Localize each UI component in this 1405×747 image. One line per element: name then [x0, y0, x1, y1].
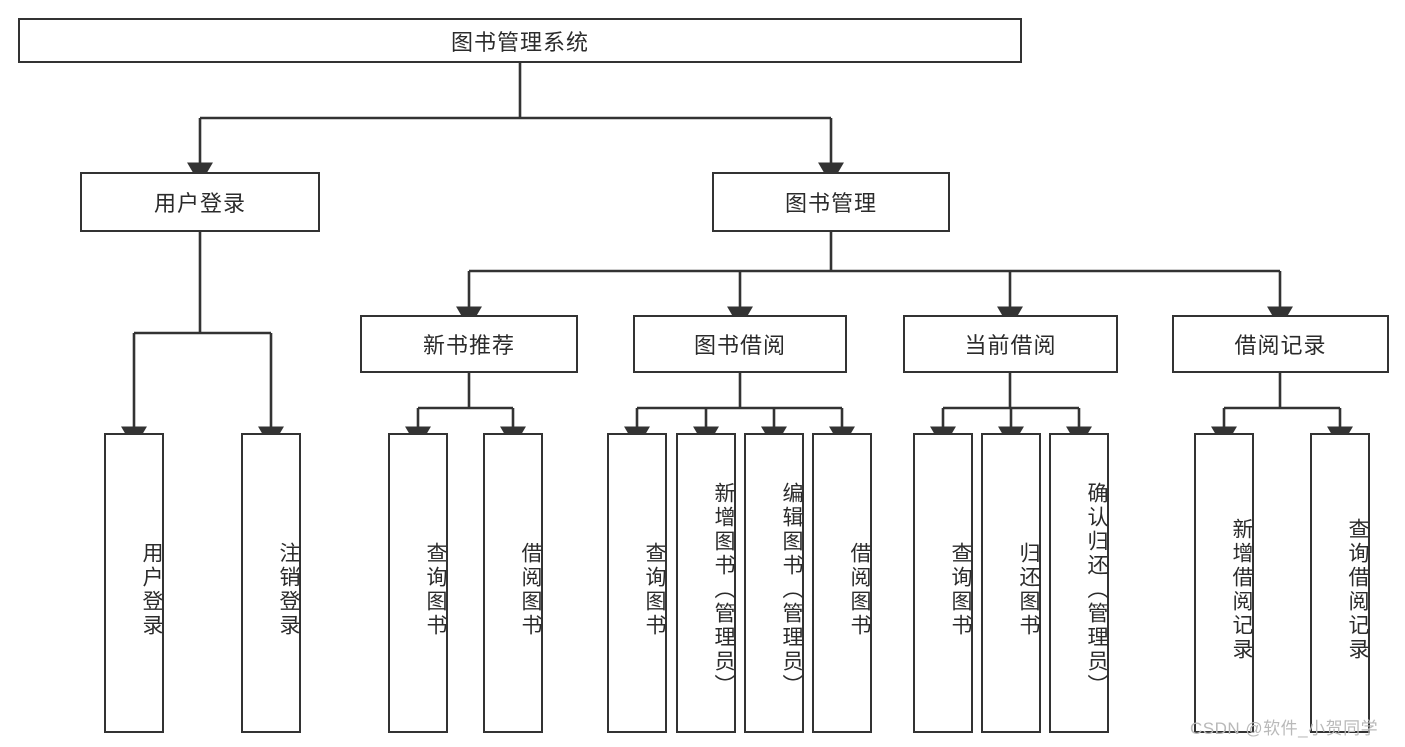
node-leaf-query-book-borrow[interactable]: 查询图书	[607, 433, 667, 733]
node-level2-book-borrow[interactable]: 图书借阅	[633, 315, 847, 373]
node-leaf-add-book-admin[interactable]: 新增图书（管理员）	[676, 433, 736, 733]
node-leaf-logout[interactable]: 注销登录	[241, 433, 301, 733]
watermark: CSDN @软件_小贺同学	[1190, 719, 1379, 738]
node-leaf-user-login[interactable]: 用户登录	[104, 433, 164, 733]
node-level2-borrow-record[interactable]: 借阅记录	[1172, 315, 1389, 373]
node-leaf-query-book-current[interactable]: 查询图书	[913, 433, 973, 733]
node-leaf-edit-book-admin[interactable]: 编辑图书（管理员）	[744, 433, 804, 733]
node-leaf-add-borrow-record[interactable]: 新增借阅记录	[1194, 433, 1254, 733]
node-leaf-borrow-book[interactable]: 借阅图书	[812, 433, 872, 733]
node-level1-book-management[interactable]: 图书管理	[712, 172, 950, 232]
node-leaf-query-book-recommend[interactable]: 查询图书	[388, 433, 448, 733]
node-leaf-confirm-return-admin[interactable]: 确认归还（管理员）	[1049, 433, 1109, 733]
node-leaf-query-borrow-record[interactable]: 查询借阅记录	[1310, 433, 1370, 733]
node-level1-user-login[interactable]: 用户登录	[80, 172, 320, 232]
node-root[interactable]: 图书管理系统	[18, 18, 1022, 63]
node-level2-new-book-recommend[interactable]: 新书推荐	[360, 315, 578, 373]
node-level2-current-borrow[interactable]: 当前借阅	[903, 315, 1118, 373]
node-leaf-return-book[interactable]: 归还图书	[981, 433, 1041, 733]
node-leaf-borrow-book-recommend[interactable]: 借阅图书	[483, 433, 543, 733]
